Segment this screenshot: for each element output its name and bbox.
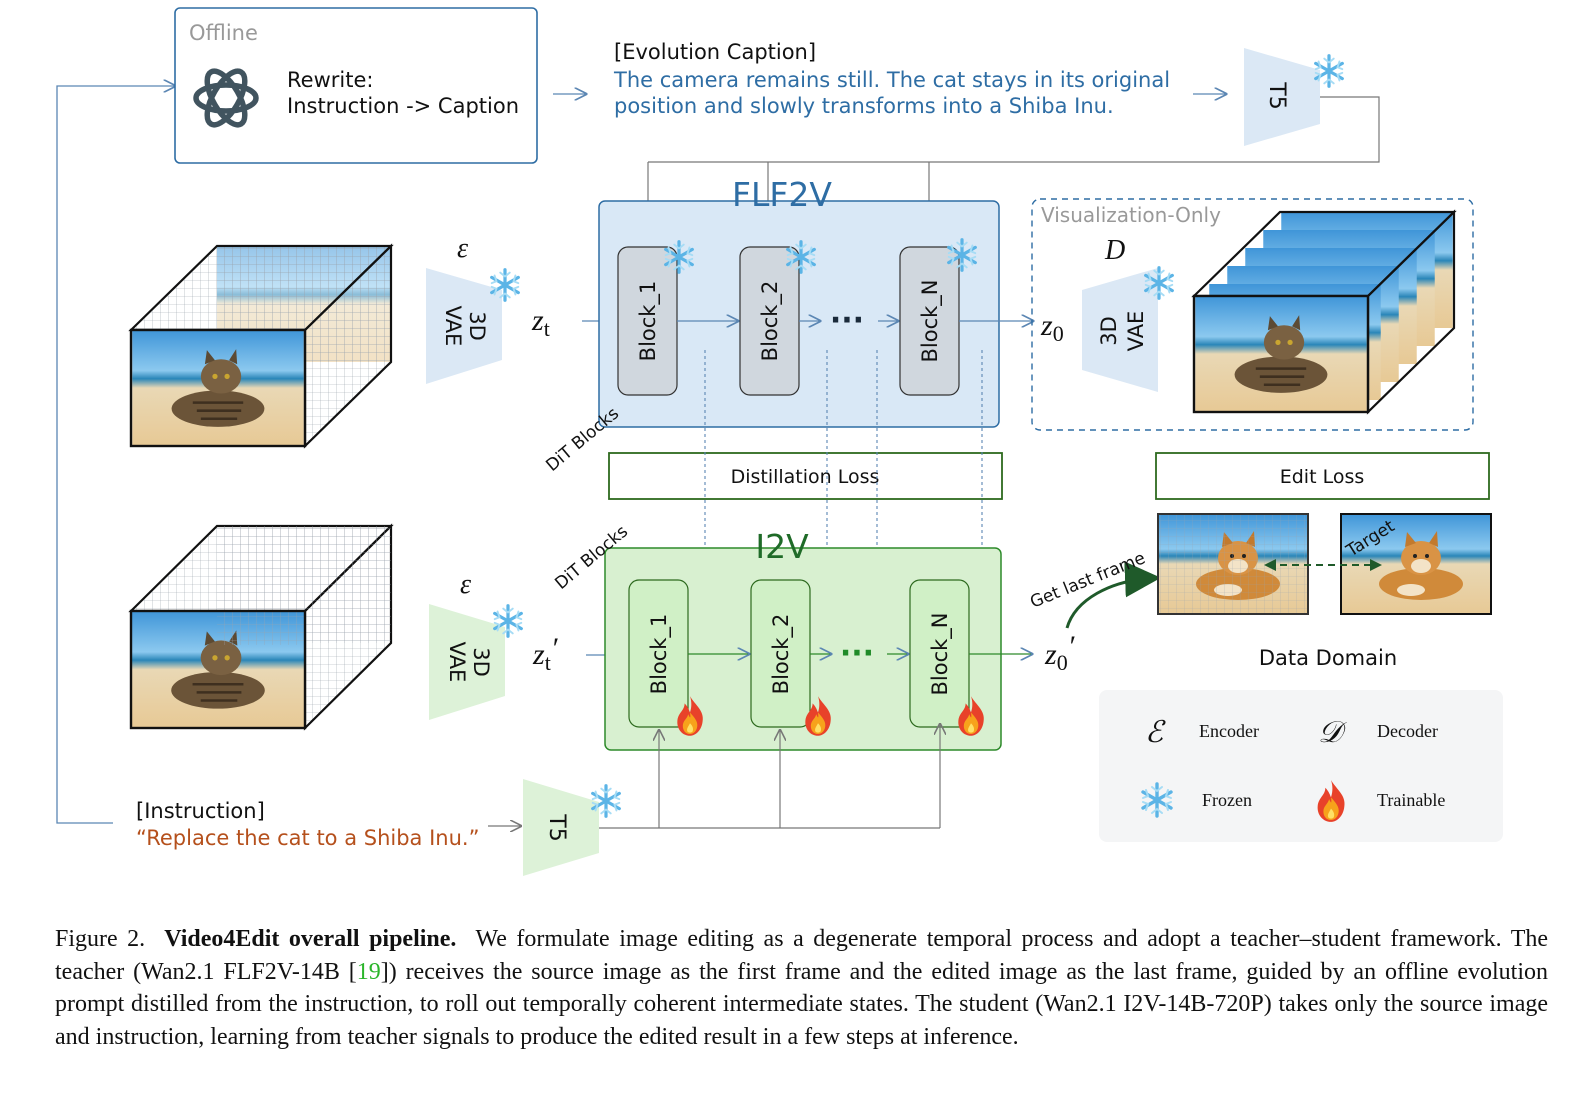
openai-logo-icon	[193, 68, 259, 128]
svg-text:Block_1: Block_1	[636, 281, 661, 362]
svg-text:Encoder: Encoder	[1199, 721, 1259, 741]
svg-text:Block_2: Block_2	[769, 614, 794, 695]
source-video-cube-top	[128, 243, 394, 449]
offline-box: Offline Rewrite: Instruction -> Caption	[174, 7, 538, 164]
caption-text-1: We formulate image editing as a degenera…	[55, 926, 1549, 985]
target-image	[1341, 514, 1491, 614]
svg-text:3D: 3D	[469, 647, 493, 677]
citation-link[interactable]: 19	[356, 958, 381, 985]
figure-caption: Figure 2. Video4Edit overall pipeline. W…	[55, 923, 1548, 1053]
svg-text:···: ···	[840, 636, 874, 671]
instruction-text: “Replace the cat to a Shiba Inu.”	[136, 826, 479, 850]
svg-text:3D: 3D	[1097, 316, 1121, 346]
svg-text:Block_2: Block_2	[758, 281, 783, 362]
svg-text:Frozen: Frozen	[1202, 790, 1252, 810]
pipeline-figure: Offline Rewrite: Instruction -> Caption …	[56, 7, 1503, 876]
latent-zt: zt	[531, 304, 550, 341]
svg-text:Distillation Loss: Distillation Loss	[731, 466, 880, 488]
visualization-only-box: Visualization-Only D z0 3D VAE	[1031, 198, 1474, 431]
vae-encoder-bottom: 3D VAE	[429, 604, 523, 720]
svg-text:Block_N: Block_N	[918, 279, 943, 362]
data-domain: Target Data Domain	[1157, 513, 1492, 670]
offline-label: Offline	[189, 21, 258, 45]
svg-text:Trainable: Trainable	[1377, 790, 1445, 810]
figure-label: Figure 2.	[55, 926, 146, 952]
latent-z0: z0	[1040, 309, 1064, 346]
evolution-caption-line1: The camera remains still. The cat stays …	[613, 68, 1170, 92]
legend: ℰ Encoder 𝒟 Decoder Frozen Trainable	[1099, 690, 1503, 842]
svg-text:Visualization-Only: Visualization-Only	[1041, 203, 1221, 227]
svg-text:Edit Loss: Edit Loss	[1280, 466, 1365, 488]
svg-text:VAE: VAE	[441, 306, 465, 347]
caption-text-2: ]) receives the source image as the firs…	[55, 958, 1549, 1050]
svg-text:VAE: VAE	[1124, 311, 1148, 352]
feedback-line	[56, 86, 175, 824]
legend-encoder-symbol: ℰ	[1145, 716, 1166, 749]
distillation-loss-box: Distillation Loss	[608, 452, 1003, 500]
t5-encoder-bottom: T5	[523, 779, 621, 876]
cat-image	[131, 330, 305, 446]
svg-text:T5: T5	[1264, 81, 1289, 109]
edit-loss-box: Edit Loss	[1155, 452, 1490, 500]
rewrite-line1: Rewrite:	[287, 68, 373, 92]
svg-text:Decoder: Decoder	[1377, 721, 1438, 741]
svg-text:Block_N: Block_N	[928, 612, 953, 695]
svg-text:3D: 3D	[465, 311, 489, 341]
t5-encoder-top: T5	[1244, 48, 1344, 146]
encoder-symbol-top: ε	[457, 233, 468, 264]
evolution-caption-title: [Evolution Caption]	[614, 40, 816, 64]
encoder-symbol-bottom: ε	[460, 569, 471, 600]
latent-zt-prime: zt′	[532, 632, 558, 675]
vae-encoder-top: 3D VAE	[426, 268, 520, 384]
source-video-cube-bottom	[128, 523, 394, 731]
svg-text:Block_1: Block_1	[647, 614, 672, 695]
decoder-symbol-top: D	[1104, 235, 1125, 266]
output-video-cube	[1191, 209, 1457, 415]
caption-title: Video4Edit overall pipeline.	[164, 926, 457, 952]
data-domain-label: Data Domain	[1259, 646, 1397, 670]
svg-text:···: ···	[830, 303, 864, 338]
cat-image	[1194, 296, 1368, 412]
i2v-student-module: I2V DiT Blocks Block_1 Block_2 Block_N ·…	[551, 522, 1002, 751]
evolution-caption-line2: position and slowly transforms into a Sh…	[614, 94, 1114, 118]
latent-z0-prime: z0′	[1044, 630, 1075, 675]
instruction-title: [Instruction]	[136, 799, 265, 823]
rewrite-line2: Instruction -> Caption	[287, 94, 519, 118]
svg-text:VAE: VAE	[445, 642, 469, 683]
svg-text:T5: T5	[544, 813, 569, 841]
flf2v-teacher-module: FLF2V Block_1 Block_2 Block_N ···	[598, 175, 1000, 428]
flf2v-title: FLF2V	[732, 175, 832, 214]
i2v-title: I2V	[755, 527, 809, 566]
